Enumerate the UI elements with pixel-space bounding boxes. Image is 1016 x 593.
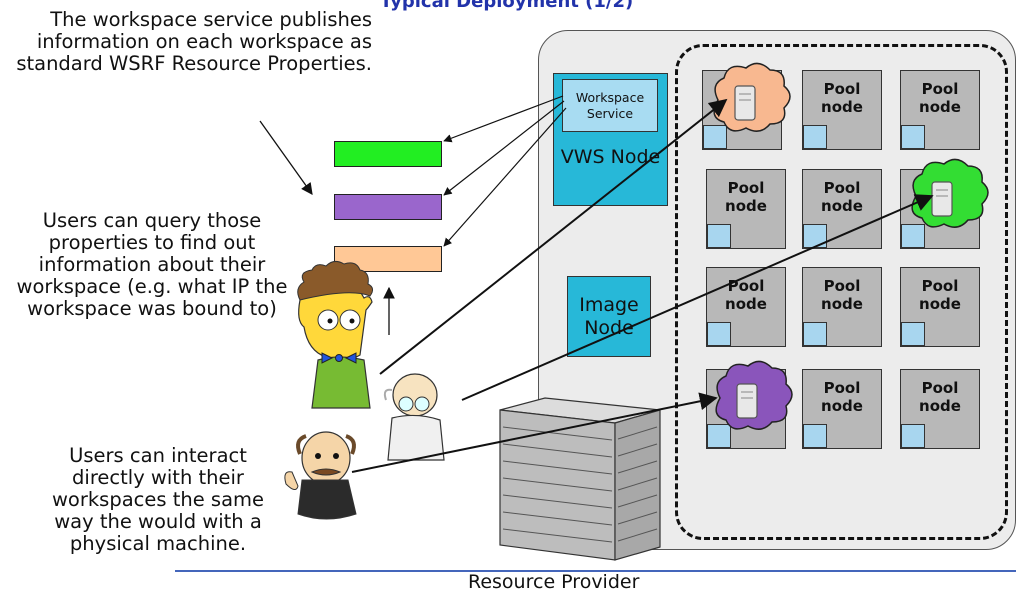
server-rack-icon [499, 397, 661, 561]
server-icon [734, 85, 756, 121]
pool-node-label: Pool node [919, 379, 961, 415]
pool-node: Pool node [900, 267, 980, 347]
interact-caption: Users can interact directly with their w… [51, 444, 265, 555]
pool-node: Pool node [706, 267, 786, 347]
pool-node: Pool node [802, 369, 882, 449]
pool-node-label: Pool node [821, 80, 863, 116]
pool-node: Pool node [802, 70, 882, 150]
pool-node: Pool node [900, 70, 980, 150]
user-avatar-icon [383, 373, 445, 461]
footer-divider [175, 570, 1016, 572]
pool-node-label: Pool node [725, 179, 767, 215]
pool-node-square [803, 424, 827, 448]
slide-title: Typical Deployment (1/2) [380, 0, 634, 12]
pool-node: Pool node [900, 369, 980, 449]
pool-node-label: Pool node [919, 277, 961, 313]
publish-caption: The workspace service publishes informat… [16, 8, 372, 75]
image-node: Image Node [567, 276, 651, 357]
pool-node-square [703, 125, 727, 149]
pool-node-square [803, 125, 827, 149]
user-avatar-icon [284, 431, 357, 520]
pool-node-label: Pool node [821, 179, 863, 215]
resource-provider-label: Resource Provider [468, 571, 640, 593]
pool-node-square [707, 424, 731, 448]
server-icon [931, 181, 953, 217]
query-caption: Users can query those properties to find… [16, 209, 288, 320]
resource-property-green [334, 141, 442, 167]
pool-node-label: Pool node [821, 277, 863, 313]
pool-node-label: Pool node [919, 80, 961, 116]
resource-property-purple [334, 194, 442, 220]
pool-node-label: Pool node [821, 379, 863, 415]
pool-node: Pool node [802, 267, 882, 347]
pool-node-square [803, 322, 827, 346]
workspace-service-box: Workspace Service [562, 79, 658, 132]
pool-node-square [901, 424, 925, 448]
vws-node-label: VWS Node [560, 146, 661, 168]
pool-node-square [901, 322, 925, 346]
pool-node: Pool node [706, 169, 786, 249]
server-icon [736, 383, 758, 419]
pool-node-square [707, 224, 731, 248]
pool-node-square [901, 125, 925, 149]
pool-node-square [901, 224, 925, 248]
user-avatar-icon [297, 260, 374, 409]
pool-node-square [707, 322, 731, 346]
pool-group-border [675, 44, 1008, 540]
